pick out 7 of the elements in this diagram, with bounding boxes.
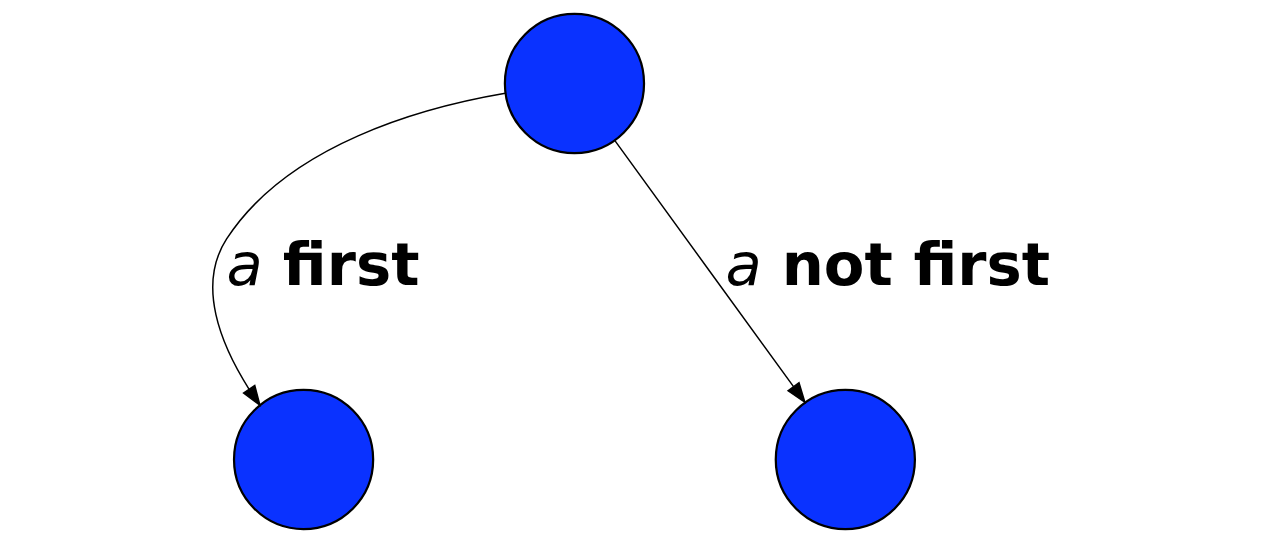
edge-label: a first bbox=[226, 229, 420, 299]
arrow bbox=[614, 139, 807, 405]
node-circle bbox=[774, 388, 916, 531]
node-circle bbox=[503, 12, 646, 155]
edge-label: a not first bbox=[725, 229, 1050, 299]
node-circle bbox=[232, 388, 375, 531]
arrow bbox=[212, 92, 506, 408]
